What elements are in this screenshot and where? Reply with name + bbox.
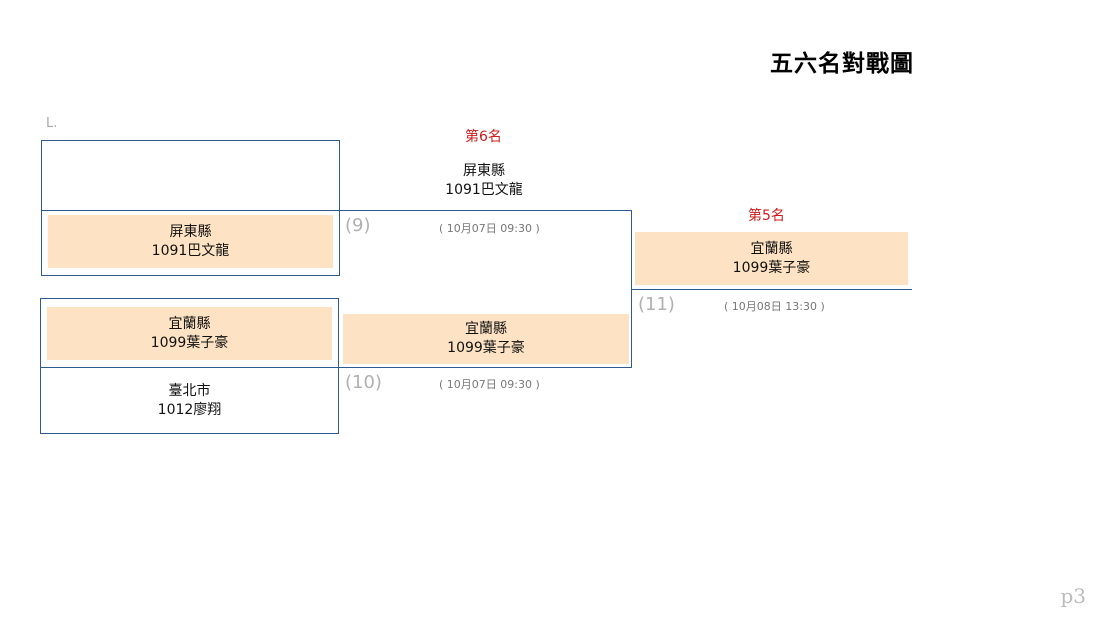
final-winner[interactable]: 宜蘭縣 1099葉子豪 — [635, 232, 908, 285]
match11-number: (11) — [638, 294, 675, 315]
match9-divider — [41, 210, 340, 211]
player-name: 1091巴文龍 — [151, 242, 230, 259]
match10-block — [40, 298, 339, 434]
team-name: 宜蘭縣 — [465, 321, 507, 337]
team-name: 屏東縣 — [463, 163, 505, 179]
page-number: p3 — [1060, 584, 1086, 608]
match9-result[interactable]: 屏東縣 1091巴文龍 — [344, 161, 624, 201]
place6-label: 第6名 — [465, 129, 502, 145]
team-name: 臺北市 — [168, 382, 211, 399]
player-name: 1012廖翔 — [157, 401, 222, 418]
match10-winner-line — [339, 367, 632, 368]
team-name: 宜蘭縣 — [750, 240, 793, 257]
match9-schedule: ( 10月07日 09:30 ) — [439, 222, 540, 235]
corner-mark: L. — [46, 116, 58, 131]
player-name: 1091巴文龍 — [445, 182, 523, 198]
match10-bottom-slot[interactable]: 臺北市 1012廖翔 — [47, 374, 332, 427]
match10-result[interactable]: 宜蘭縣 1099葉子豪 — [343, 314, 629, 364]
page-title: 五六名對戰圖 — [770, 51, 914, 77]
player-name: 1099葉子豪 — [447, 340, 525, 356]
team-name: 屏東縣 — [169, 223, 212, 240]
match10-top-slot[interactable]: 宜蘭縣 1099葉子豪 — [47, 307, 332, 360]
team-name: 宜蘭縣 — [168, 315, 211, 332]
match9-winner-line — [339, 210, 632, 211]
match11-bracket-line — [631, 210, 632, 368]
match9-block — [41, 140, 340, 276]
match9-top-slot[interactable] — [48, 146, 333, 204]
place5-label: 第5名 — [748, 208, 785, 224]
player-name: 1099葉子豪 — [150, 334, 229, 351]
player-name: 1099葉子豪 — [732, 259, 811, 276]
match11-schedule: ( 10月08日 13:30 ) — [724, 300, 825, 313]
match10-divider — [40, 367, 339, 368]
final-winner-line — [632, 289, 912, 290]
match10-number: (10) — [345, 372, 382, 393]
match10-schedule: ( 10月07日 09:30 ) — [439, 378, 540, 391]
match9-bottom-slot[interactable]: 屏東縣 1091巴文龍 — [48, 215, 333, 268]
match9-number: (9) — [345, 215, 371, 236]
